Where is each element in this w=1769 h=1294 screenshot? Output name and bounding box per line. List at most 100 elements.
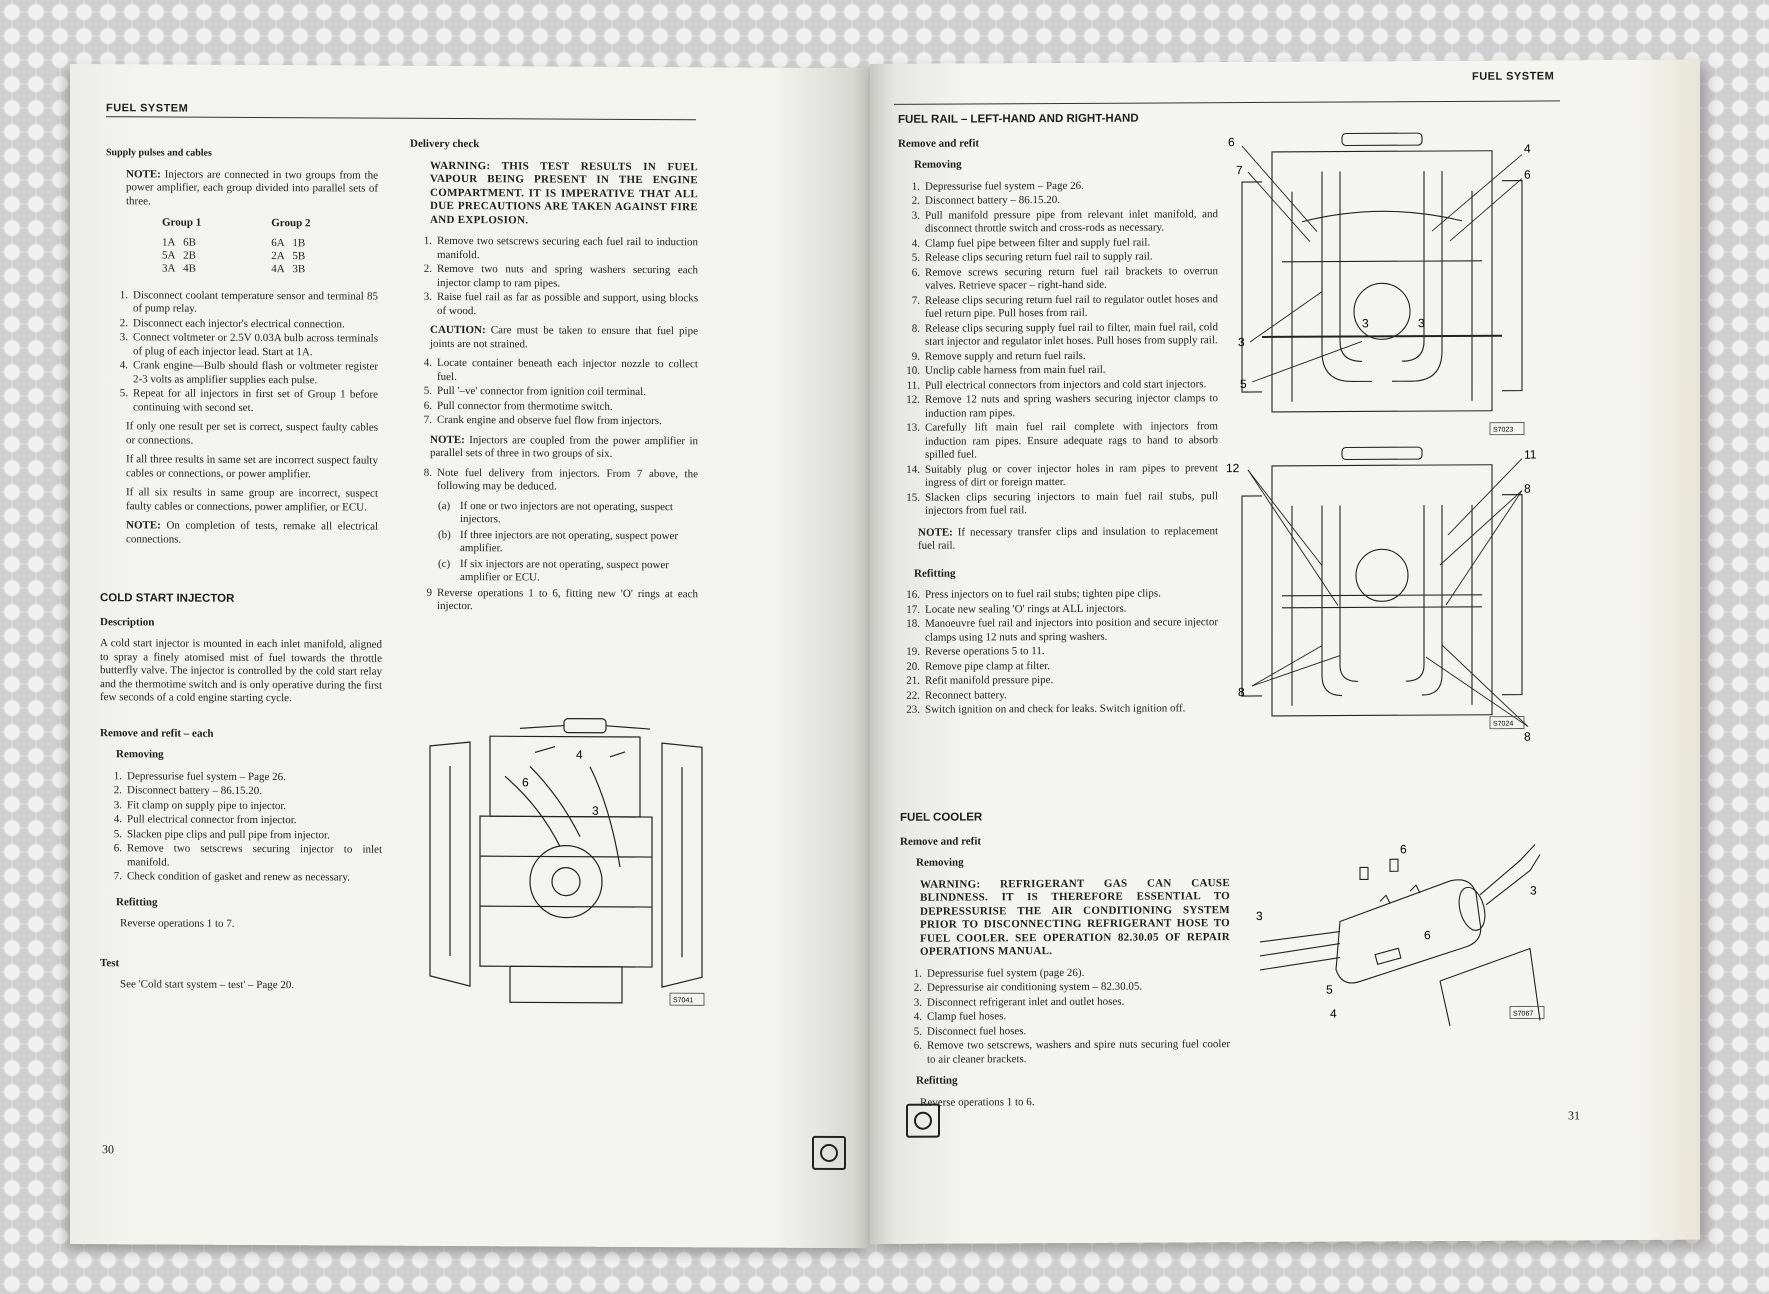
fuel-rail-steps: 1.Depressurise fuel system – Page 26. 2.… (898, 179, 1218, 519)
step: 7.Check condition of gasket and renew as… (113, 870, 350, 884)
figure-ref: S7067 (1513, 1011, 1533, 1018)
figure-label: 6 (522, 775, 529, 789)
step: 17.Locate new sealing 'O' rings at ALL i… (906, 602, 1127, 616)
figure-label: 3 (1256, 909, 1263, 923)
step: 2.Remove two nuts and spring washers sec… (423, 262, 698, 290)
figure-label: 6 (1400, 842, 1407, 856)
figure-label: 8 (1524, 482, 1531, 496)
fuel-cooler-section: FUEL COOLER Remove and refit Removing WA… (900, 810, 1230, 1116)
step: 23.Switch ignition on and check for leak… (906, 702, 1186, 716)
step: 2.Disconnect battery – 86.15.20. (911, 194, 1061, 207)
step: 9.Remove supply and return fuel rails. (911, 349, 1086, 363)
fuel-rail-figure-2: 12 11 8 8 8 S7024 (1226, 446, 1537, 744)
section-title: Supply pulses and cables (106, 147, 212, 159)
step: 10.Unclip cable harness from main fuel r… (906, 363, 1106, 377)
step: 4.Clamp fuel hoses. (913, 1010, 1007, 1023)
cold-start-section: COLD START INJECTOR Description A cold s… (100, 592, 382, 999)
section-title: FUEL COOLER (900, 811, 983, 824)
step: 18.Manoeuvre fuel rail and injectors int… (906, 616, 1218, 644)
publisher-logo (812, 1135, 846, 1171)
figure-label: 6 (1228, 135, 1235, 149)
subsection-title: Removing (116, 748, 164, 761)
step: 16.Press injectors on to fuel rail stubs… (906, 587, 1161, 601)
step: 1.Depressurise fuel system (page 26). (913, 966, 1085, 980)
step: 4.Crank engine—Bulb should flash or volt… (119, 359, 378, 386)
refit-text: Reverse operations 1 to 7. (120, 917, 235, 930)
header-rule (106, 116, 696, 121)
step: 7.Crank engine and observe fuel flow fro… (423, 413, 662, 428)
step: 4.Locate container beneath each injector… (423, 356, 698, 383)
description: A cold start injector is mounted in each… (100, 637, 382, 705)
subsection-title: Test (100, 956, 120, 969)
supply-pulses-section: Supply pulses and cables NOTE: Injectors… (106, 146, 378, 553)
subsection-title: Description (100, 615, 155, 628)
subsection-title: Refitting (914, 567, 956, 580)
note: NOTE: Injectors are coupled from the pow… (430, 433, 698, 460)
fuel-rail-section: FUEL RAIL – LEFT-HAND AND RIGHT-HAND Rem… (898, 112, 1218, 723)
refit-text: Reverse operations 1 to 6. (920, 1095, 1035, 1109)
step: 4.Pull electrical connector from injecto… (113, 813, 297, 827)
step: 7.Release clips securing return fuel rai… (911, 292, 1218, 320)
caution: CAUTION: Care must be taken to ensure th… (430, 323, 698, 350)
step: 8.Release clips securing supply fuel rai… (911, 320, 1218, 348)
step: 3.Raise fuel rail as far as possible and… (423, 290, 698, 317)
step: 3.Disconnect refrigerant inlet and outle… (913, 995, 1125, 1009)
figure-label: 8 (1238, 685, 1245, 699)
step: 13.Carefully lift main fuel rail complet… (906, 420, 1218, 461)
figure-label: 5 (1326, 983, 1333, 997)
left-page: FUEL SYSTEM Supply pulses and cables NOT… (70, 64, 870, 1249)
step: 6.Remove screws securing return fuel rai… (911, 264, 1218, 292)
subsection-title: Remove and refit – each (100, 726, 214, 740)
figure-label: 6 (1424, 928, 1431, 942)
step: 15.Slacken clips securing injectors to m… (906, 489, 1218, 517)
step: 22.Reconnect battery. (906, 688, 1007, 702)
figure-label: 5 (1240, 377, 1247, 391)
group-1: Group 1 1A 6B 5A 2B 3A 4B (162, 216, 202, 275)
paragraph: If only one result per set is correct, s… (126, 420, 378, 447)
step: 8.Note fuel delivery from injectors. Fro… (423, 466, 698, 493)
sub-item: (b)If three injectors are not operating,… (438, 528, 679, 555)
header-rule (894, 100, 1560, 105)
figure-label: 3 (1362, 316, 1369, 330)
subsection-title: Removing (916, 856, 964, 869)
figure-ref: S7023 (1493, 427, 1513, 434)
fuel-rail-figure-1: 6 7 4 6 3 3 3 5 S7023 (1228, 132, 1531, 436)
figure-label: 7 (1236, 163, 1243, 177)
figure-label: 3 (592, 804, 599, 818)
figure-label: 4 (1330, 1007, 1337, 1021)
paragraph: If all three results in same set are inc… (126, 453, 378, 480)
subsection-title: Refitting (116, 895, 158, 908)
step: 6.Remove two setscrews securing injector… (113, 842, 382, 869)
running-header: FUEL SYSTEM (1472, 70, 1555, 83)
figure-ref: S7041 (673, 997, 693, 1004)
step: 1.Depressurise fuel system – Page 26. (113, 769, 286, 783)
step: 2.Disconnect battery – 86.15.20. (113, 784, 263, 798)
figure-ref: S7024 (1493, 721, 1513, 728)
open-booklet: FUEL SYSTEM Supply pulses and cables NOT… (70, 59, 1700, 1249)
step: 2.Depressurise air conditioning system –… (913, 980, 1143, 994)
figure-label: 6 (1524, 168, 1531, 182)
injector-groups: Group 1 1A 6B 5A 2B 3A 4B Group 2 6A 1B … (162, 216, 378, 276)
warning: WARNING: THIS TEST RESULTS IN FUEL VAPOU… (430, 159, 698, 226)
subsection-title: Removing (914, 158, 962, 171)
figure-label: 3 (1238, 335, 1245, 349)
publisher-logo (906, 1103, 940, 1138)
sub-item: (a)If one or two injectors are not opera… (438, 499, 673, 526)
step: 6.Pull connector from thermotime switch. (423, 399, 613, 413)
cold-start-injector-figure: 4 6 3 S7041 (429, 718, 705, 1006)
section-title: FUEL RAIL – LEFT-HAND AND RIGHT-HAND (898, 112, 1139, 126)
figure-label: 3 (1418, 316, 1425, 330)
paragraph: If all six results in same group are inc… (126, 486, 378, 514)
fuel-cooler-steps: 1.Depressurise fuel system (page 26). 2.… (900, 966, 1230, 1067)
subsection-title: Remove and refit (900, 834, 982, 848)
step: 5.Disconnect fuel hoses. (913, 1024, 1027, 1038)
warning: WARNING: REFRIGERANT GAS CAN CAUSE BLIND… (920, 876, 1230, 958)
group-2: Group 2 6A 1B 2A 5B 4A 3B (271, 217, 311, 275)
step: 20.Remove pipe clamp at filter. (906, 659, 1050, 673)
running-header: FUEL SYSTEM (106, 102, 189, 115)
subsection-title: Refitting (916, 1074, 958, 1087)
step: 3.Pull manifold pressure pipe from relev… (911, 207, 1218, 235)
step: 1.Disconnect coolant temperature sensor … (119, 288, 378, 315)
note: NOTE: If necessary transfer clips and in… (918, 524, 1219, 552)
